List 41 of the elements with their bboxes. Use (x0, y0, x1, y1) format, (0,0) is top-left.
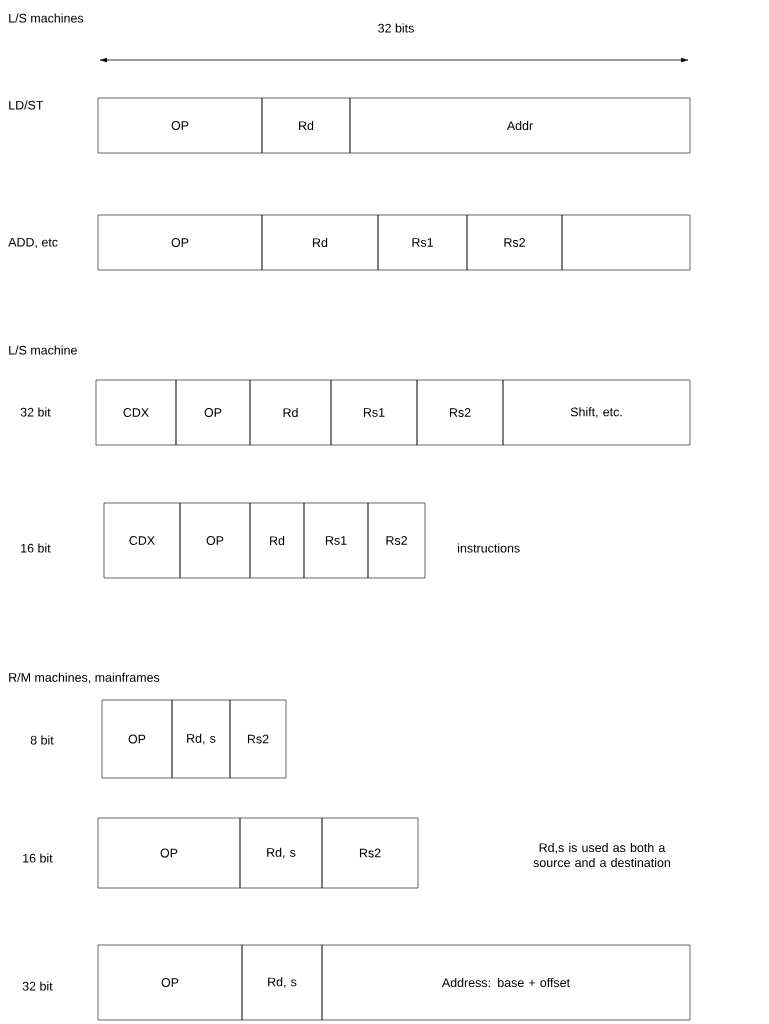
field-cell: Rd (249, 379, 332, 446)
field-cell: Rd, s (171, 699, 231, 779)
text-label: instructions (458, 543, 520, 553)
field-cell: Rd (261, 214, 379, 271)
field-cell: OP (175, 379, 251, 446)
field-cell: Rs2 (229, 699, 287, 779)
field-cell: OP (179, 502, 251, 579)
field-cell: Rs2 (321, 817, 419, 889)
text-label: 16 bit (23, 853, 53, 863)
field-cell: Rs1 (377, 214, 468, 271)
field-cell: Address: base + offset (321, 944, 691, 1021)
field-cell: Rs2 (367, 502, 426, 579)
field-cell: CDX (95, 379, 177, 446)
field-cell: OP (97, 97, 263, 154)
field-cell: Rs1 (303, 502, 369, 579)
text-label: L/S machine (9, 345, 77, 355)
text-label: 32 bits (378, 23, 414, 33)
text-label: ADD, etc (8, 237, 58, 249)
field-cell: OP (101, 699, 173, 779)
text-label: 8 bit (30, 735, 54, 745)
field-cell: Rd, s (241, 944, 323, 1021)
field-cell: Rd (249, 502, 305, 579)
field-cell: Rs2 (416, 379, 504, 446)
field-cell: Rd, s (239, 817, 323, 889)
field-cell: Rs2 (466, 214, 563, 271)
field-cell: CDX (103, 502, 181, 579)
empty-field-cell (561, 214, 691, 271)
field-cell: Shift, etc. (502, 379, 691, 446)
field-cell: OP (97, 214, 263, 271)
text-label: 32 bit (20, 407, 51, 417)
text-label: R/M machines, mainframes (9, 672, 160, 684)
text-label: 32 bit (22, 981, 53, 991)
text-label: L/S machines (9, 13, 84, 23)
field-cell: Rd (261, 97, 351, 154)
field-cell: Addr (349, 97, 691, 154)
text-label: LD/ST (9, 100, 44, 110)
text-label: 16 bit (21, 543, 51, 553)
field-cell: OP (97, 817, 241, 889)
text-label: Rd,s is used as both a source and a destination (533, 842, 671, 868)
field-cell: Rs1 (330, 379, 418, 446)
field-cell: OP (97, 944, 243, 1021)
